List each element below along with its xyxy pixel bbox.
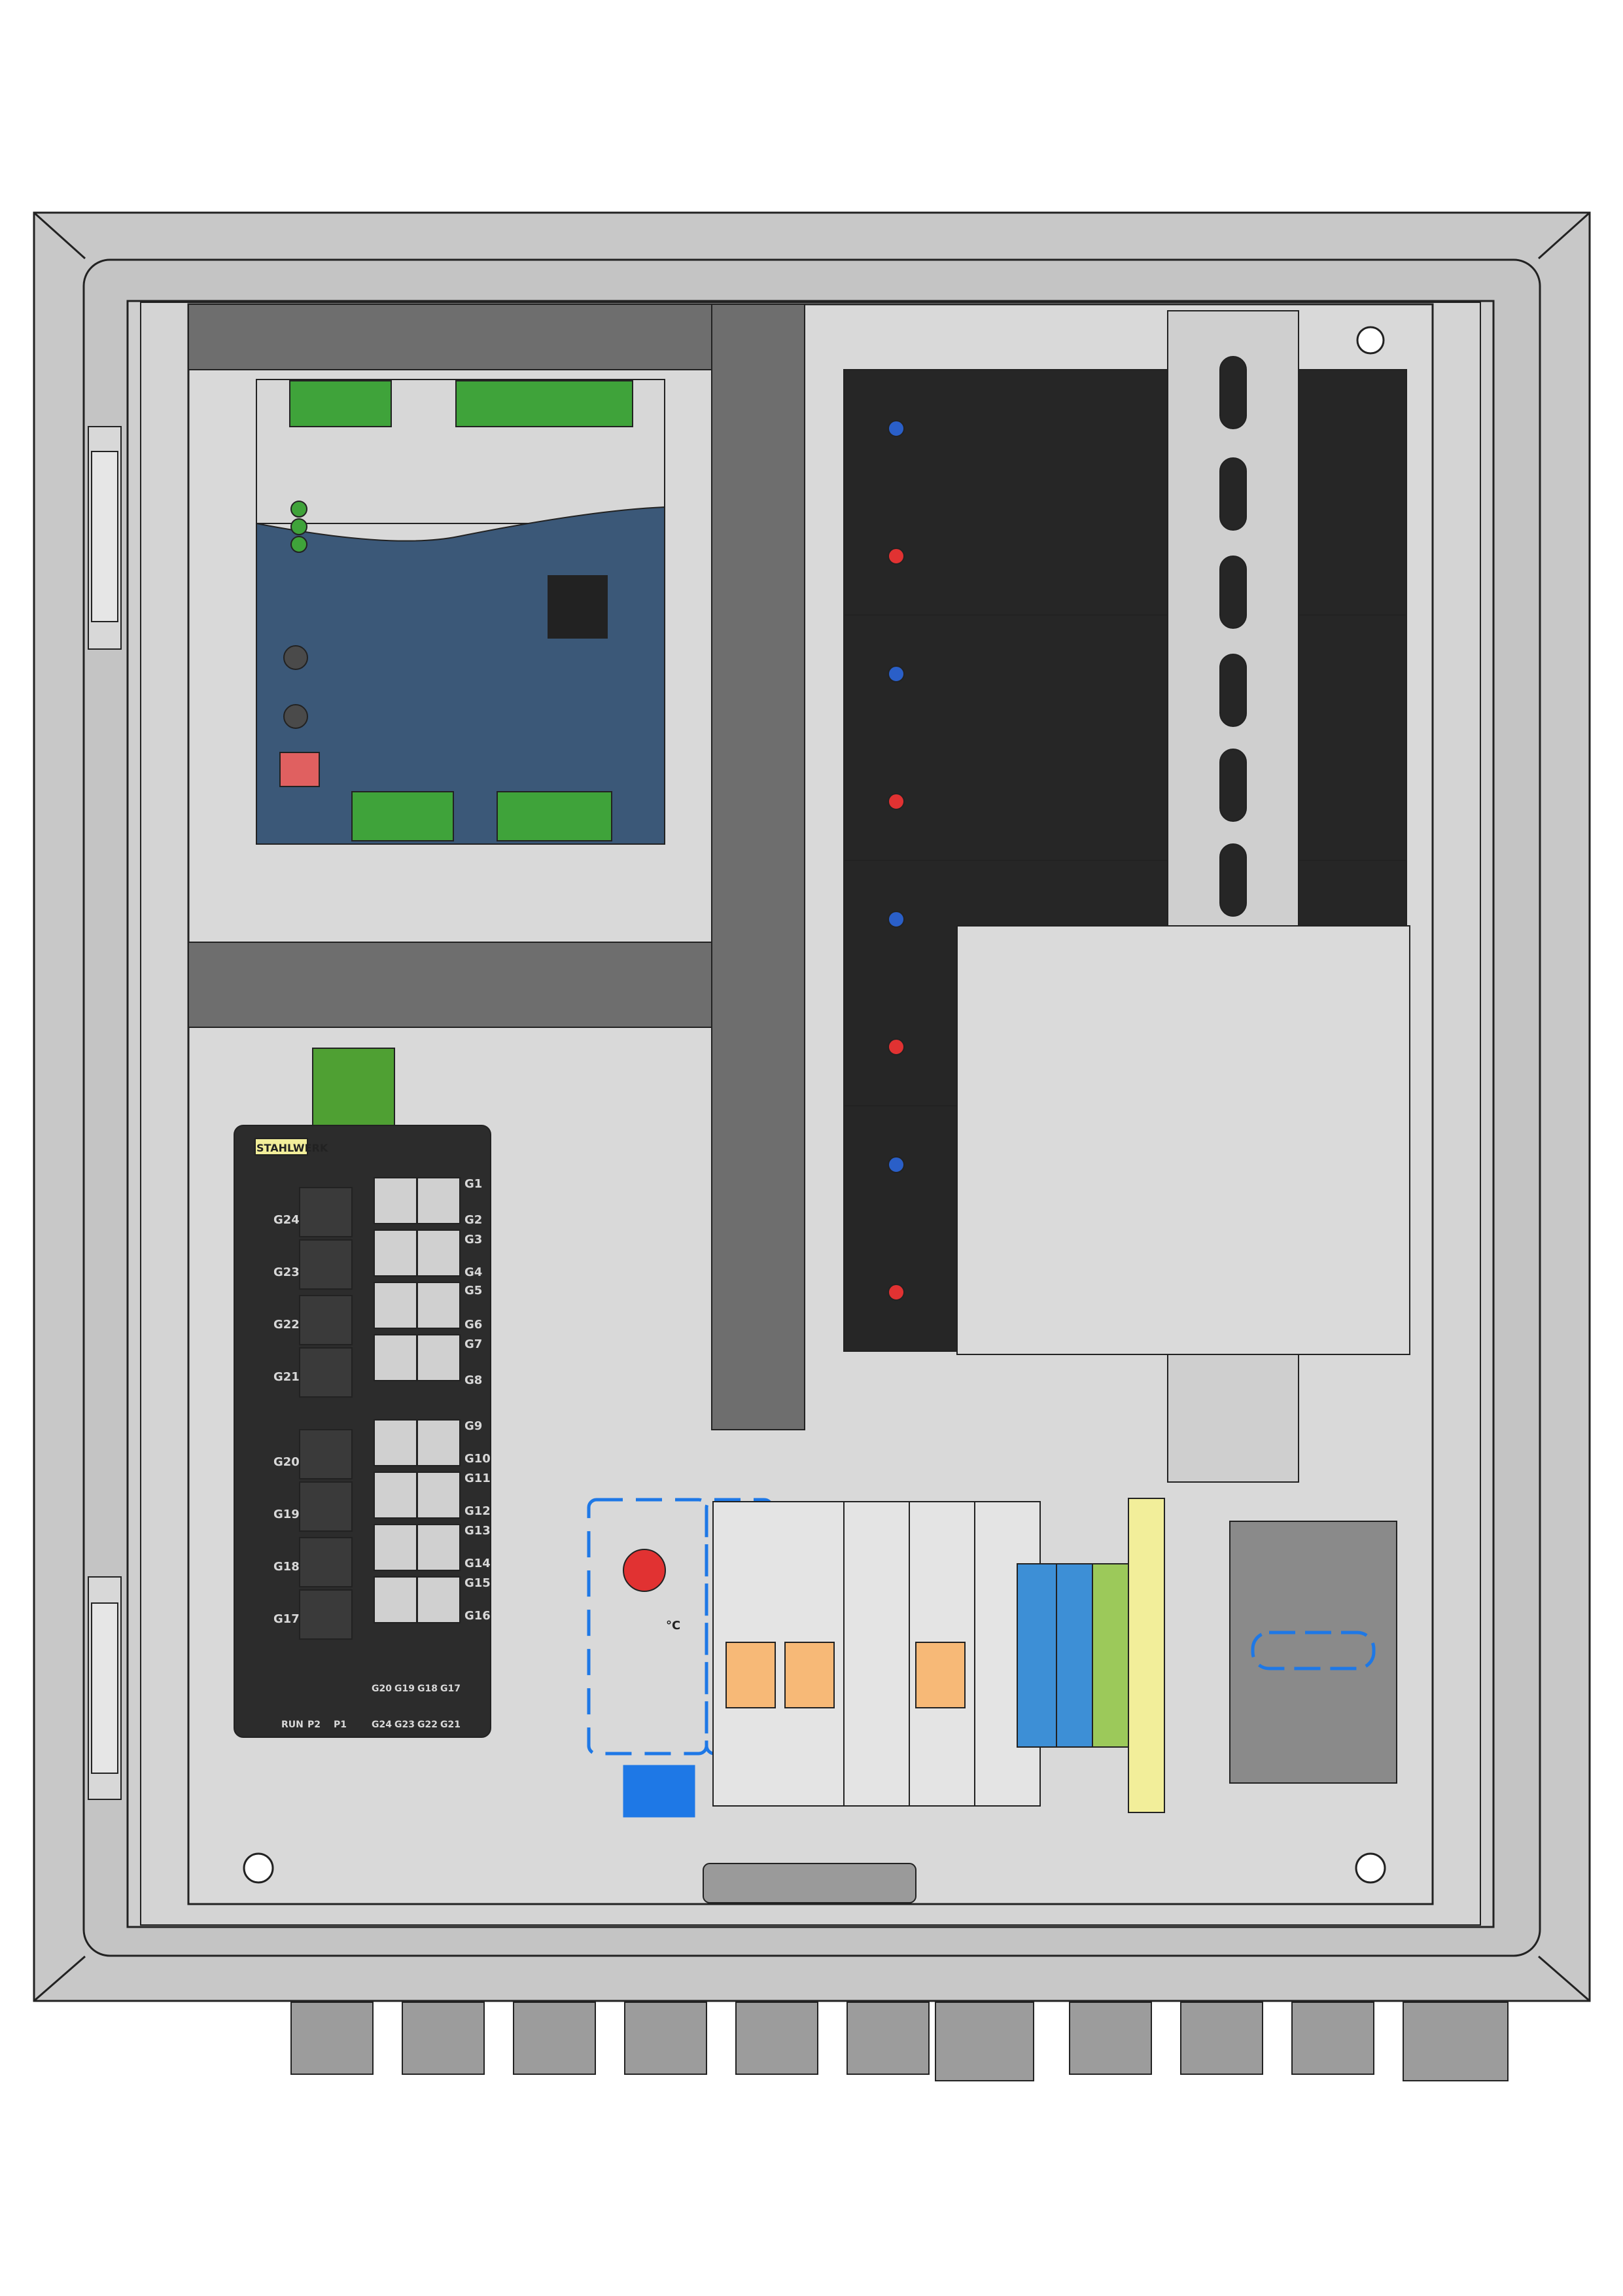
- switch-port-label-g11: G11: [464, 1472, 491, 1485]
- switch-labels: STAHLWERKG1G2G3G4G5G6G7G8G9G10G11G12G13G…: [256, 1142, 680, 1730]
- cable-ducts: [188, 304, 805, 1430]
- switch-port-label-g19: G19: [273, 1508, 300, 1521]
- network-switch: [234, 1048, 491, 1738]
- switch-port-label-g7: G7: [464, 1337, 482, 1351]
- terminal-blocks: [1017, 1498, 1165, 1813]
- switch-brand-label: STAHLWERK: [256, 1142, 328, 1154]
- switch-led-label-p2: P2: [307, 1720, 321, 1730]
- circuit-breakers: [712, 1501, 1041, 1807]
- thermostat-unit-label: °C: [666, 1619, 680, 1633]
- switch-port-label-g17: G17: [273, 1612, 300, 1626]
- switch-port-label-g10: G10: [464, 1452, 491, 1466]
- switch-left-ports: [299, 1187, 353, 1640]
- switch-port-label-g24: G24: [273, 1213, 300, 1227]
- switch-port-label-g16: G16: [464, 1609, 491, 1623]
- switch-led-label-run: RUN: [281, 1720, 304, 1730]
- switch-port-label-g14: G14: [464, 1557, 491, 1570]
- vertical-din-rail: [956, 310, 1410, 1483]
- switch-led-label-p1: P1: [334, 1720, 347, 1730]
- switch-port-label-g1: G1: [464, 1177, 482, 1191]
- switch-port-label-g9: G9: [464, 1419, 482, 1433]
- switch-bottom-label-g20: G20: [372, 1684, 392, 1694]
- switch-port-label-g15: G15: [464, 1576, 491, 1590]
- power-supply: [256, 379, 665, 845]
- switch-port-label-g18: G18: [273, 1560, 300, 1574]
- switch-port-label-g4: G4: [464, 1265, 482, 1279]
- switch-bottom-label-g24-2: G24: [372, 1720, 392, 1730]
- switch-port-label-g2: G2: [464, 1213, 482, 1227]
- label-bar: [703, 1863, 916, 1903]
- switch-bottom-label-g21-2: G21: [440, 1720, 461, 1730]
- switch-port-label-g5: G5: [464, 1284, 482, 1298]
- switch-right-ports: [374, 1177, 461, 1623]
- switch-port-label-g23: G23: [273, 1265, 300, 1279]
- left-hinges: [88, 426, 122, 1800]
- switch-port-label-g21: G21: [273, 1370, 300, 1384]
- switch-port-label-g8: G8: [464, 1373, 482, 1387]
- switch-port-label-g6: G6: [464, 1318, 482, 1332]
- switch-port-label-g12: G12: [464, 1504, 491, 1518]
- switch-bottom-label-g17: G17: [440, 1684, 461, 1694]
- heater: [1229, 1521, 1397, 1784]
- switch-bottom-label-g23-2: G23: [394, 1720, 415, 1730]
- switch-port-label-g13: G13: [464, 1524, 491, 1538]
- switch-bottom-label-g22-2: G22: [417, 1720, 438, 1730]
- cable-glands: [290, 2002, 1509, 2081]
- switch-bottom-label-g18: G18: [417, 1684, 438, 1694]
- switch-port-label-g3: G3: [464, 1233, 482, 1246]
- switch-port-label-g20: G20: [273, 1455, 300, 1469]
- switch-bottom-label-g19: G19: [394, 1684, 415, 1694]
- switch-port-label-g22: G22: [273, 1318, 300, 1332]
